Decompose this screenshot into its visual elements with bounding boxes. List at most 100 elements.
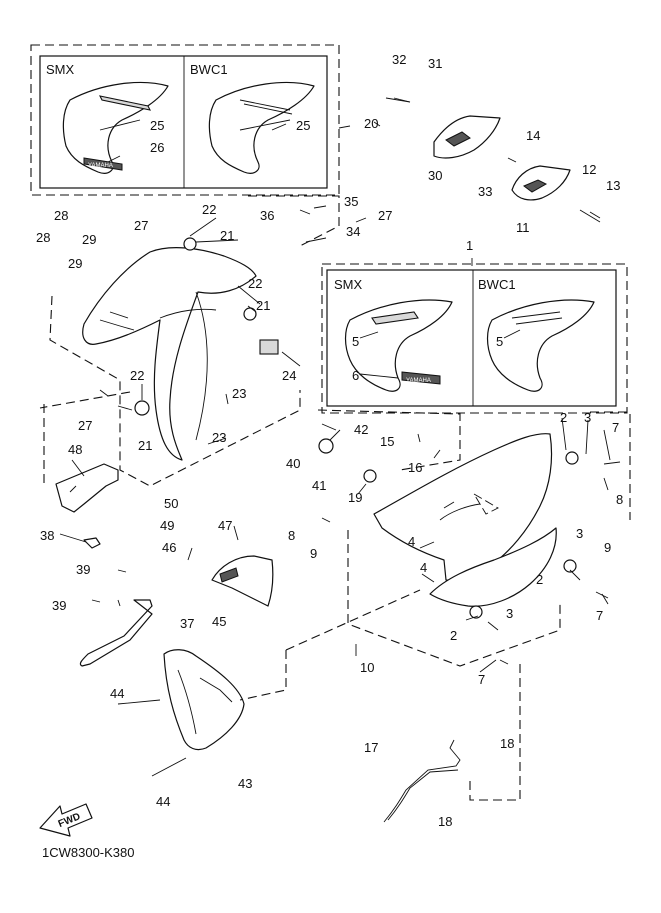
callout-5b: 5 <box>496 334 503 349</box>
callout-39b: 39 <box>52 598 66 613</box>
grommet-21c <box>134 400 150 416</box>
grommet-40 <box>318 438 334 454</box>
variant-label-smx-mid: SMX <box>334 277 363 292</box>
callout-25b: 25 <box>296 118 310 133</box>
callout-16: 16 <box>408 460 422 475</box>
callout-28a: 28 <box>54 208 68 223</box>
callout-24: 24 <box>282 368 296 383</box>
callout-13: 13 <box>606 178 620 193</box>
callout-50: 50 <box>164 496 178 511</box>
callout-7c: 7 <box>478 672 485 687</box>
callout-14: 14 <box>526 128 540 143</box>
callout-48: 48 <box>68 442 82 457</box>
callout-34: 34 <box>346 224 360 239</box>
callout-4b: 4 <box>420 560 427 575</box>
callout-23b: 23 <box>212 430 226 445</box>
brackets <box>55 463 461 823</box>
callout-9b: 9 <box>310 546 317 561</box>
callout-22a: 22 <box>202 202 216 217</box>
svg-text:YAMAHA: YAMAHA <box>406 378 431 384</box>
grommet-21a <box>183 237 197 251</box>
callout-30: 30 <box>428 168 442 183</box>
variant-label-smx-top: SMX <box>46 62 75 77</box>
callout-22b: 22 <box>248 276 262 291</box>
callout-1: 1 <box>466 238 473 253</box>
rubber-block-24 <box>259 339 279 355</box>
callout-44a: 44 <box>110 686 124 701</box>
callouts: 32 31 30 33 14 12 13 11 20 25 26 25 28 2… <box>36 52 623 829</box>
callout-46: 46 <box>162 540 176 555</box>
diagram-code: 1CW8300-K380 <box>42 845 135 860</box>
callout-32: 32 <box>392 52 406 67</box>
callout-12: 12 <box>582 162 596 177</box>
callout-15: 15 <box>380 434 394 449</box>
fwd-arrow: FWD <box>39 803 93 837</box>
group-boundaries <box>39 195 631 801</box>
bracket-48 <box>55 463 119 513</box>
callout-27a: 27 <box>134 218 148 233</box>
callout-49: 49 <box>160 518 174 533</box>
variant-box-20: SMX BWC1 YAMAHA <box>30 44 340 196</box>
damper-2c <box>469 605 483 619</box>
lower-cowl-43 <box>163 649 245 751</box>
callout-17: 17 <box>364 740 378 755</box>
callout-21a: 21 <box>220 228 234 243</box>
callout-29b: 29 <box>68 256 82 271</box>
callout-42: 42 <box>354 422 368 437</box>
grommet-21b <box>243 307 257 321</box>
grommet-19 <box>363 469 377 483</box>
callout-10: 10 <box>360 660 374 675</box>
callout-33: 33 <box>478 184 492 199</box>
callout-18b: 18 <box>438 814 452 829</box>
callout-4a: 4 <box>408 534 415 549</box>
callout-26: 26 <box>150 140 164 155</box>
callout-40: 40 <box>286 456 300 471</box>
callout-27b: 27 <box>378 208 392 223</box>
leader-lines <box>59 119 611 673</box>
callout-2c: 2 <box>450 628 457 643</box>
callout-2a: 2 <box>560 410 567 425</box>
side-cover-lower-panel <box>429 527 557 607</box>
callout-21c: 21 <box>138 438 152 453</box>
callout-19: 19 <box>348 490 362 505</box>
callout-39a: 39 <box>76 562 90 577</box>
callout-3c: 3 <box>506 606 513 621</box>
callout-44b: 44 <box>156 794 170 809</box>
callout-35: 35 <box>344 194 358 209</box>
callout-31: 31 <box>428 56 442 71</box>
callout-21b: 21 <box>256 298 270 313</box>
damper-2b <box>563 559 577 573</box>
callout-7a: 7 <box>612 420 619 435</box>
callout-29a: 29 <box>82 232 96 247</box>
side-cover-main <box>373 433 557 607</box>
callout-8a: 8 <box>616 492 623 507</box>
callout-6: 6 <box>352 368 359 383</box>
callout-27c: 27 <box>78 418 92 433</box>
callout-5a: 5 <box>352 334 359 349</box>
callout-37: 37 <box>180 616 194 631</box>
callout-25a: 25 <box>150 118 164 133</box>
callout-18a: 18 <box>500 736 514 751</box>
callout-47: 47 <box>218 518 232 533</box>
callout-7b: 7 <box>596 608 603 623</box>
side-cover-smx-mid <box>344 299 453 392</box>
callout-9a: 9 <box>604 540 611 555</box>
upper-fairing <box>82 247 257 461</box>
variant-box-1: SMX BWC1 YAMAHA <box>321 263 628 414</box>
damper-2a <box>565 451 579 465</box>
bracket-17 <box>383 739 461 823</box>
callout-3b: 3 <box>576 526 583 541</box>
callout-28b: 28 <box>36 230 50 245</box>
callout-45: 45 <box>212 614 226 629</box>
callout-8b: 8 <box>288 528 295 543</box>
callout-36: 36 <box>260 208 274 223</box>
variant-label-bwc1-mid: BWC1 <box>478 277 516 292</box>
side-cover-main-body <box>373 433 553 581</box>
callout-38: 38 <box>40 528 54 543</box>
callout-41: 41 <box>312 478 326 493</box>
callout-11: 11 <box>516 220 530 235</box>
variant-label-bwc1-top: BWC1 <box>190 62 228 77</box>
callout-23a: 23 <box>232 386 246 401</box>
stay-37 <box>79 599 153 667</box>
